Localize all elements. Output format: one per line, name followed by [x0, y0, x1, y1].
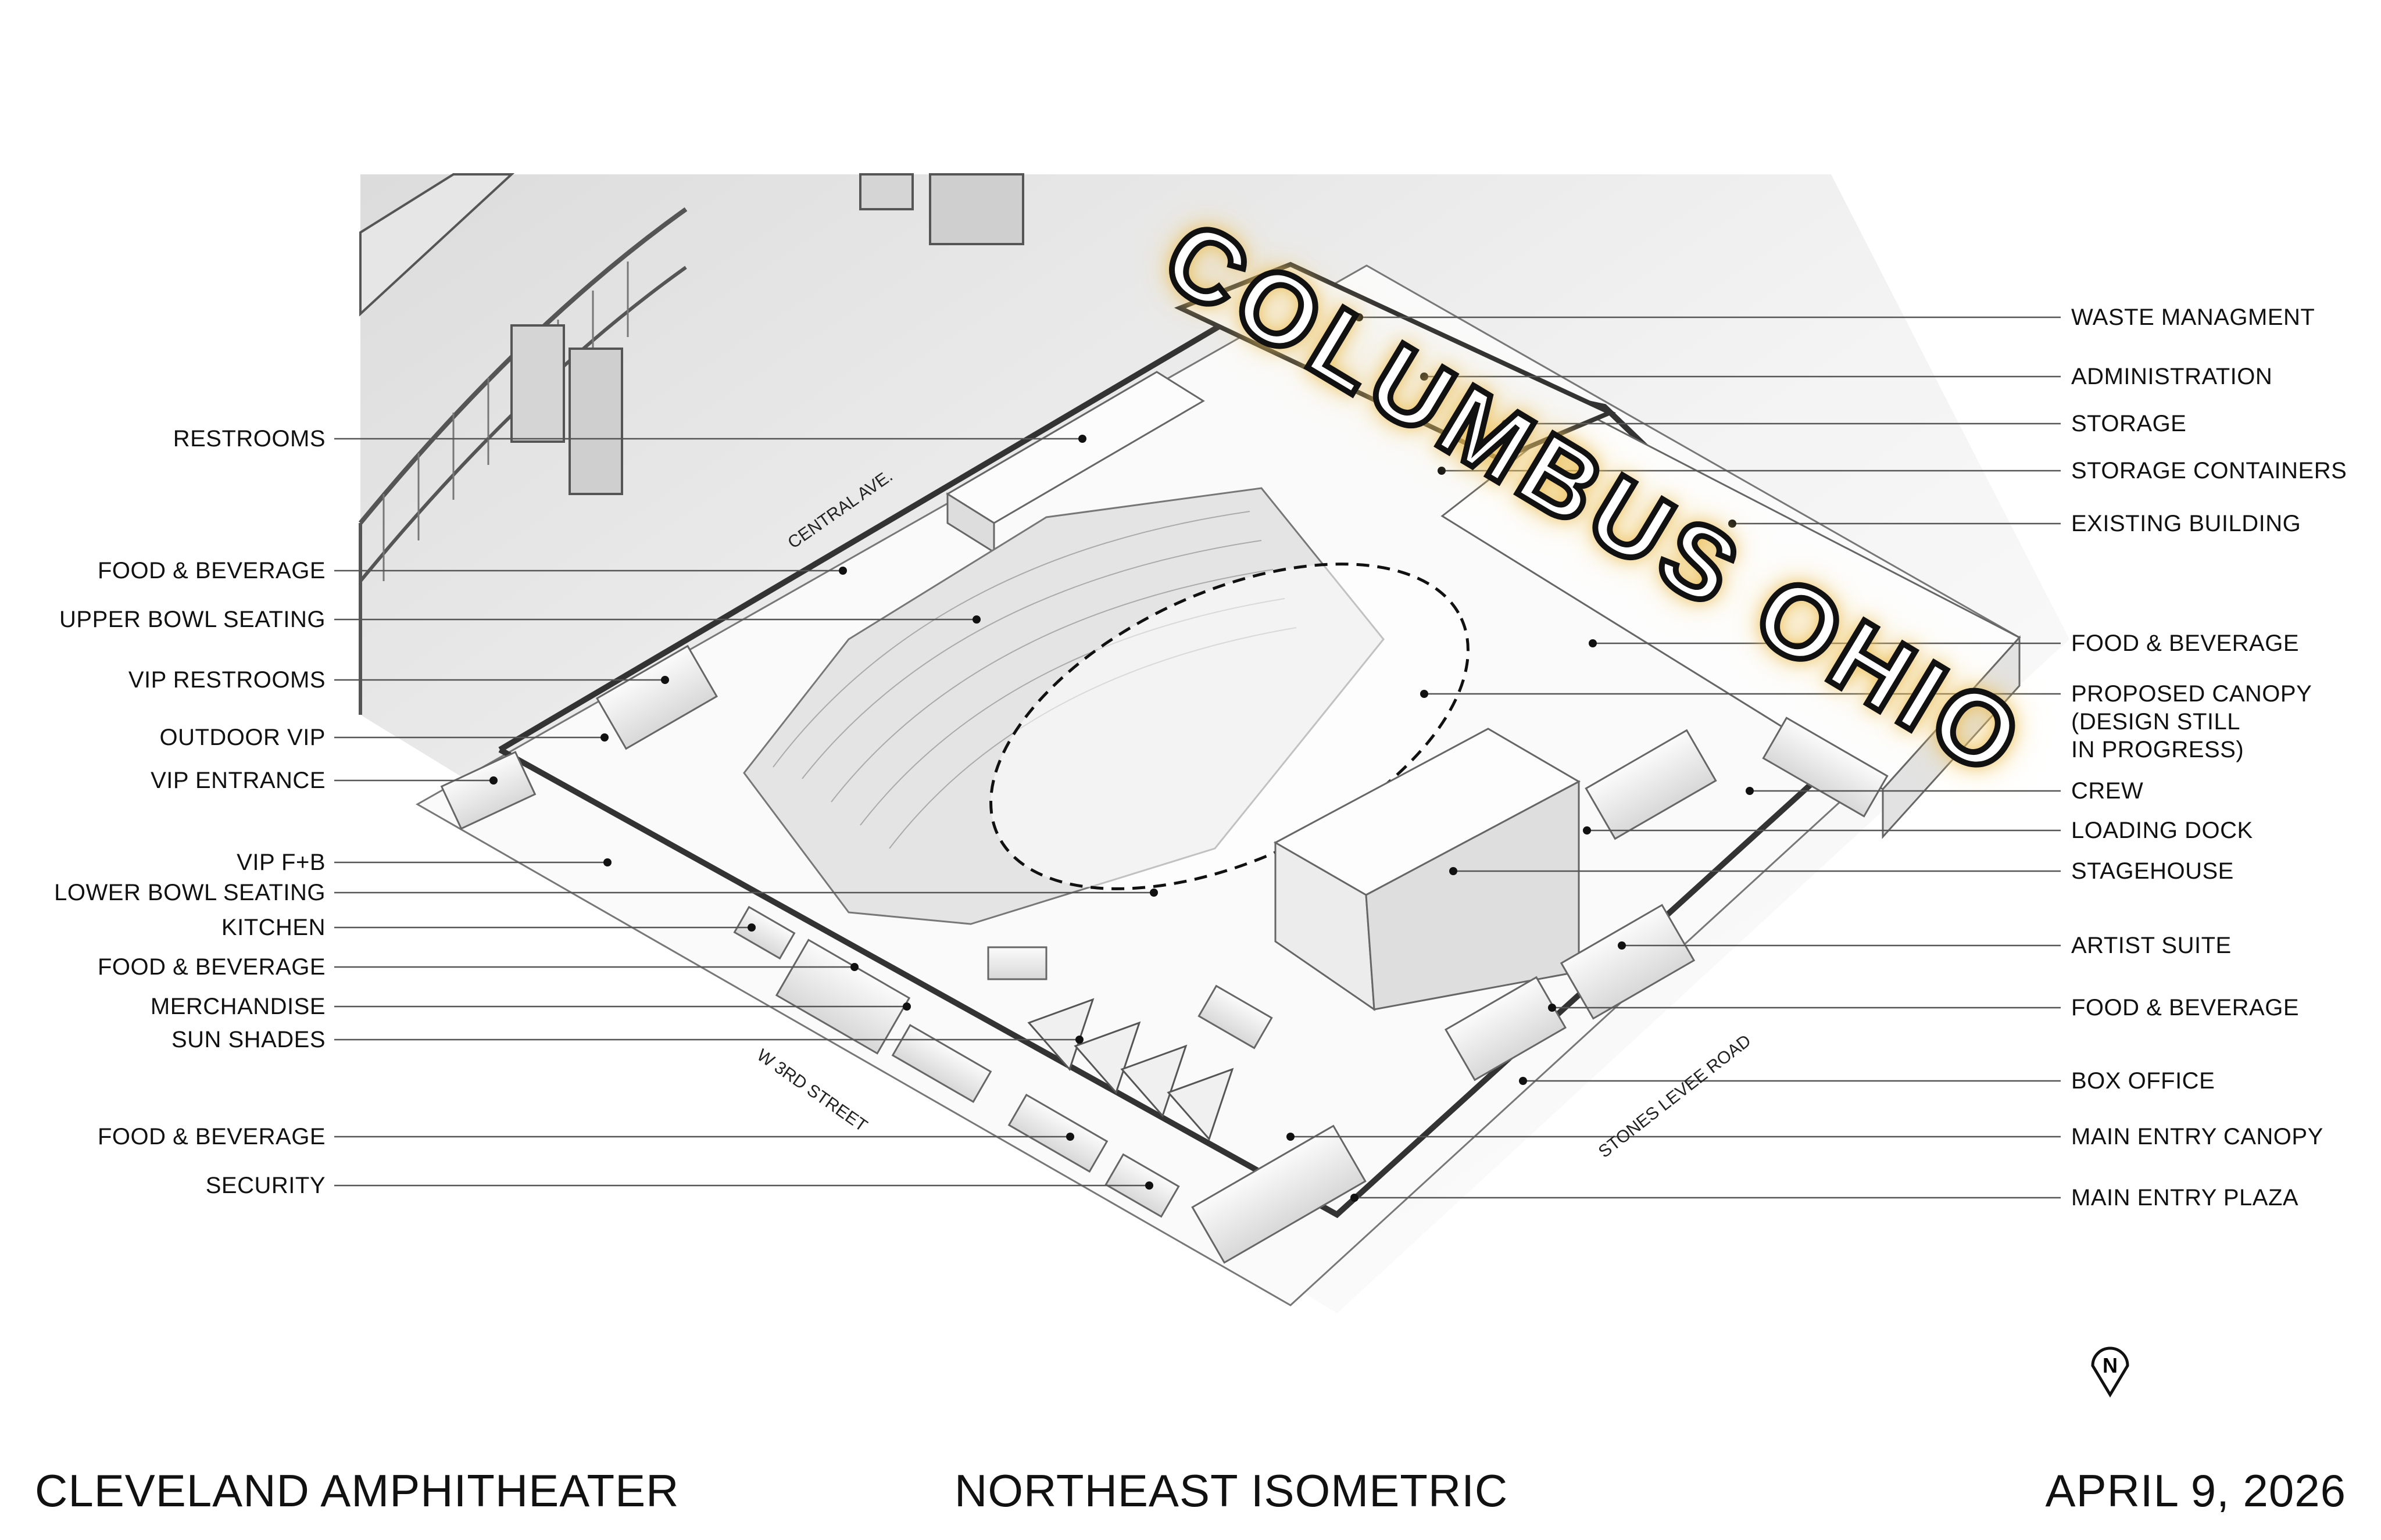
- callout-label: CREW: [2071, 778, 2144, 804]
- north-arrow-icon: N: [2091, 1346, 2129, 1398]
- callout-label: LOADING DOCK: [2071, 818, 2253, 843]
- leader-dot: [489, 776, 498, 785]
- callout-label: FOOD & BEVERAGE: [2071, 631, 2300, 656]
- callout-label: MAIN ENTRY PLAZA: [2071, 1185, 2299, 1210]
- leader-dot: [1618, 941, 1626, 950]
- callout-label: VIP ENTRANCE: [151, 768, 326, 793]
- callout-label: SUN SHADES: [171, 1027, 326, 1052]
- leader-dot: [1449, 867, 1457, 875]
- leader-dot: [661, 676, 669, 684]
- callout-label: VIP RESTROOMS: [128, 667, 326, 693]
- leader-dot: [1286, 1133, 1295, 1141]
- leader-dot: [603, 858, 612, 866]
- callout-label: STAGEHOUSE: [2071, 858, 2234, 884]
- leader-dot: [1078, 435, 1086, 443]
- leader-dot: [1548, 1004, 1556, 1012]
- leader-dot: [1075, 1036, 1084, 1044]
- callout-label: UPPER BOWL SEATING: [59, 607, 326, 632]
- leader-dot: [839, 567, 847, 575]
- callout-label: FOOD & BEVERAGE: [2071, 995, 2300, 1020]
- callout-label: STORAGE CONTAINERS: [2071, 458, 2347, 484]
- callout-label: KITCHEN: [221, 915, 326, 940]
- site-kiosks: [440, 644, 1889, 1264]
- leader-dot: [748, 923, 756, 932]
- callout-label: FOOD & BEVERAGE: [97, 1124, 326, 1149]
- leader-dot: [1355, 313, 1363, 321]
- restrooms-building: [946, 371, 1205, 554]
- leader-lines: [334, 313, 2061, 1202]
- callout-label: WASTE MANAGMENT: [2071, 305, 2315, 330]
- leader-dot: [1150, 889, 1158, 897]
- callout-label: PROPOSED CANOPY (DESIGN STILL IN PROGRES…: [2071, 681, 2312, 762]
- leader-dot: [1746, 787, 1754, 795]
- callout-label: ARTIST SUITE: [2071, 933, 2232, 958]
- callout-label: MAIN ENTRY CANOPY: [2071, 1124, 2323, 1149]
- callout-label: EXISTING BUILDING: [2071, 511, 2301, 536]
- leader-dot: [1438, 467, 1446, 475]
- leader-dot: [600, 733, 609, 742]
- leader-dot: [1501, 420, 1510, 428]
- callout-label: OUTDOOR VIP: [159, 725, 326, 750]
- project-title: CLEVELAND AMPHITHEATER: [35, 1465, 680, 1516]
- callout-label: FOOD & BEVERAGE: [97, 954, 326, 980]
- callout-label: ADMINISTRATION: [2071, 364, 2273, 389]
- leader-dot: [1420, 373, 1428, 381]
- leader-dot: [1589, 639, 1597, 647]
- leader-dot: [1420, 690, 1428, 698]
- drawing-date: APRIL 9, 2026: [2045, 1465, 2346, 1516]
- leader-dot: [1066, 1133, 1074, 1141]
- leader-dot: [1145, 1181, 1153, 1190]
- waste-enclosure: [1174, 262, 1616, 462]
- callout-label: SECURITY: [205, 1173, 326, 1198]
- leader-dot: [1583, 826, 1591, 835]
- view-title: NORTHEAST ISOMETRIC: [954, 1465, 1508, 1516]
- leader-dot: [850, 963, 859, 971]
- leader-dot: [1519, 1077, 1527, 1085]
- callout-label: RESTROOMS: [173, 426, 326, 452]
- sun-shades: [1027, 998, 1234, 1141]
- callout-label: MERCHANDISE: [150, 994, 326, 1019]
- leader-dot: [903, 1002, 911, 1011]
- leader-dot: [973, 615, 981, 624]
- leader-dot: [1350, 1194, 1358, 1202]
- callout-label: LOWER BOWL SEATING: [54, 880, 326, 905]
- north-arrow-letter: N: [2103, 1353, 2118, 1377]
- bridge: [358, 173, 1024, 715]
- callout-label: STORAGE: [2071, 411, 2187, 436]
- callout-label: VIP F+B: [237, 850, 326, 875]
- leader-dot: [1728, 520, 1736, 528]
- callout-label: BOX OFFICE: [2071, 1068, 2215, 1094]
- stagehouse: [1273, 728, 1581, 1012]
- callout-label: FOOD & BEVERAGE: [97, 558, 326, 583]
